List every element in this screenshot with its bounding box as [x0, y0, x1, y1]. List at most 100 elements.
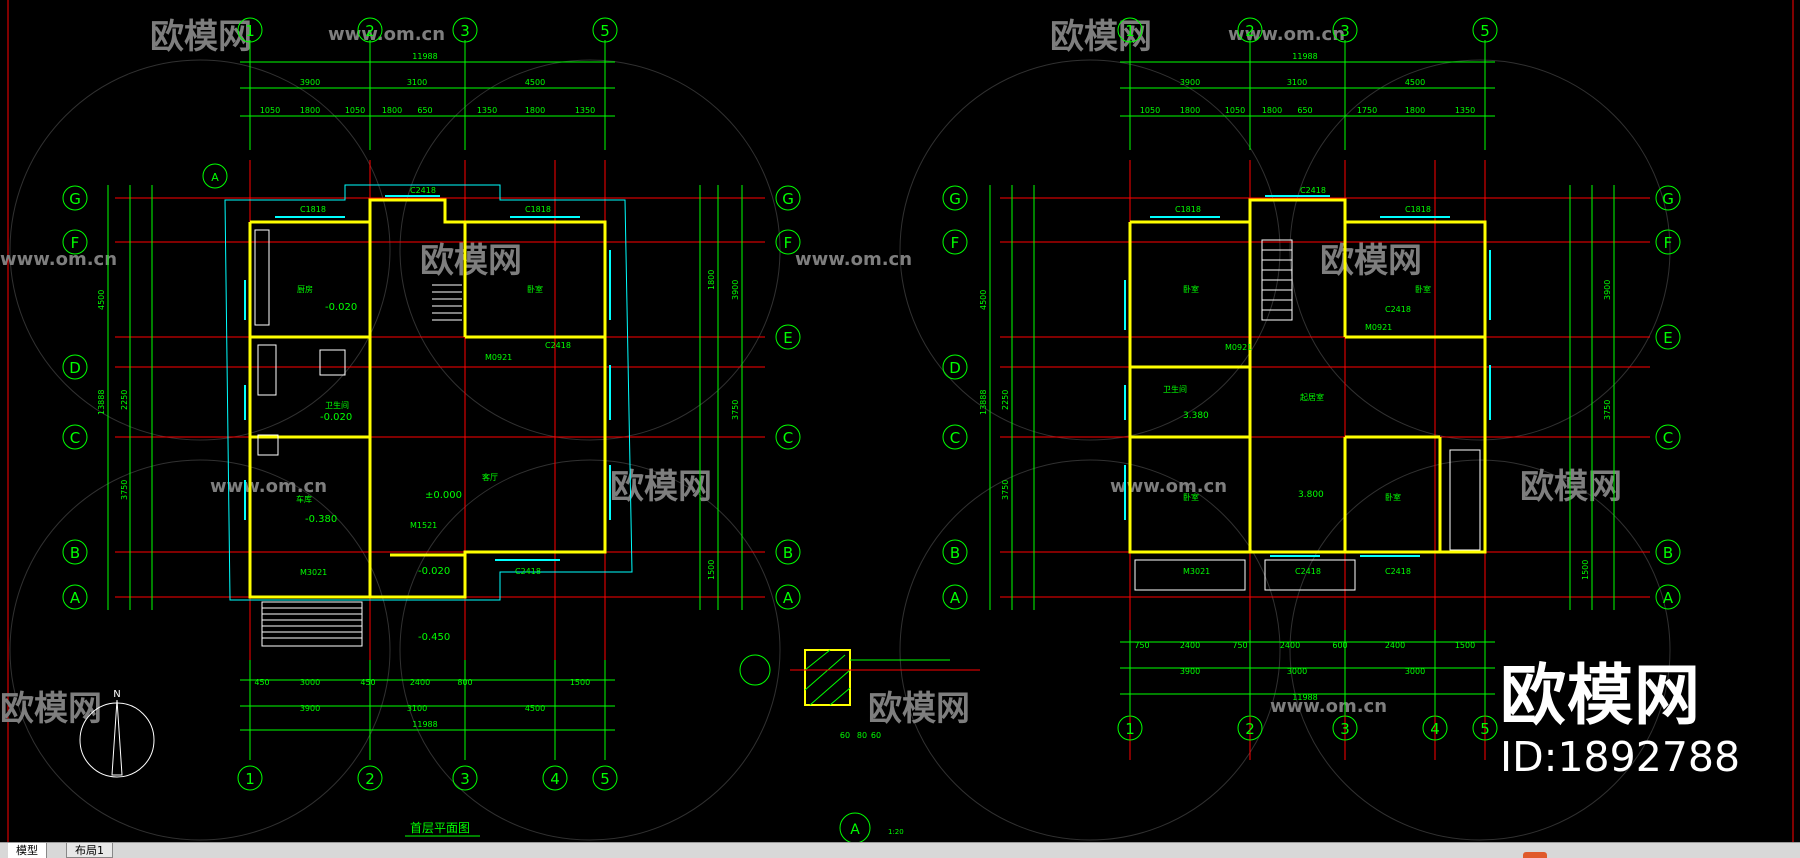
walls: [248, 198, 607, 599]
watermark-brand: 欧模网: [868, 689, 970, 729]
svg-text:1050: 1050: [1140, 106, 1160, 115]
watermark-url: www.om.cn: [0, 249, 117, 270]
svg-text:2400: 2400: [410, 678, 430, 687]
side-dimension-texts: 4500 13888 2250 3750 3900 3750 1500: [979, 280, 1612, 580]
svg-text:B: B: [70, 544, 80, 562]
model-id: ID:1892788: [1500, 733, 1741, 781]
dimension-texts: 11988 3900 3100 4500 1050 1800 1050 1800…: [254, 52, 595, 729]
svg-text:5: 5: [1480, 720, 1490, 738]
svg-text:A: A: [950, 589, 961, 607]
svg-text:2: 2: [1245, 22, 1255, 40]
svg-text:1050: 1050: [260, 106, 280, 115]
watermark-url: www.om.cn: [328, 24, 445, 45]
svg-text:F: F: [784, 234, 793, 252]
svg-text:B: B: [950, 544, 960, 562]
svg-text:C2418: C2418: [1300, 186, 1326, 195]
watermark-brand: 欧模网: [610, 467, 712, 507]
svg-text:5: 5: [600, 22, 610, 40]
bubble-labels: 1 2 3 5 1 2 3 4 5 G F D C B A G F E C B …: [69, 22, 794, 788]
brand-name: 欧模网: [1500, 657, 1701, 734]
room-annotations: 卧室 卧室 起居室 卫生间 卧室 卧室 3.380 3.800 C2418 C1…: [1163, 186, 1431, 576]
svg-text:G: G: [949, 190, 961, 208]
svg-text:1: 1: [245, 22, 255, 40]
svg-text:3900: 3900: [1180, 667, 1200, 676]
svg-text:C: C: [950, 429, 960, 447]
svg-text:1500: 1500: [707, 560, 716, 580]
svg-text:-0.020: -0.020: [320, 412, 352, 423]
plan-left[interactable]: 1 2 3 5 1 2 3 4 5 G F D C B A G F E C B …: [62, 17, 801, 837]
plan-title: 首层平面图: [410, 821, 470, 835]
svg-text:11988: 11988: [412, 720, 437, 729]
svg-text:卫生间: 卫生间: [1163, 384, 1187, 394]
svg-text:-0.020: -0.020: [418, 566, 450, 577]
watermark-brand: 欧模网: [150, 17, 252, 57]
side-dimension-texts: 4500 13888 2250 3750 3900 3750 1800 1500: [97, 270, 740, 580]
svg-text:3750: 3750: [1603, 400, 1612, 420]
bubble-labels: 1 2 3 5 1 2 3 4 5 G F D C B A G F E C B …: [949, 22, 1674, 738]
svg-text:1800: 1800: [1262, 106, 1282, 115]
column-bubbles: [62, 17, 801, 791]
svg-text:4: 4: [1430, 720, 1440, 738]
svg-text:1500: 1500: [1581, 560, 1590, 580]
svg-text:3900: 3900: [1180, 78, 1200, 87]
wall-detail: A 1:20 60 80 60: [739, 649, 980, 842]
svg-text:450: 450: [360, 678, 375, 687]
tab-model[interactable]: 模型: [8, 843, 47, 858]
svg-text:C2418: C2418: [545, 341, 571, 350]
column-bubbles: [942, 17, 1681, 741]
plan-right[interactable]: 1 2 3 5 1 2 3 4 5 G F D C B A G F E C B …: [942, 17, 1681, 760]
svg-text:1800: 1800: [707, 270, 716, 290]
svg-text:F: F: [71, 234, 80, 252]
entrance-stairs: [261, 601, 363, 647]
north-arrow-icon: N: [79, 689, 155, 778]
svg-text:C2418: C2418: [1385, 305, 1411, 314]
svg-text:750: 750: [1134, 641, 1149, 650]
svg-text:卧室: 卧室: [1183, 492, 1199, 502]
fixtures: [254, 229, 346, 456]
watermark-url: www.om.cn: [210, 476, 327, 497]
svg-text:3900: 3900: [731, 280, 740, 300]
windows: [1124, 195, 1491, 557]
svg-text:B: B: [1663, 544, 1673, 562]
svg-text:3: 3: [460, 22, 470, 40]
svg-text:3900: 3900: [300, 704, 320, 713]
svg-text:1350: 1350: [1455, 106, 1475, 115]
dimension-lines: [107, 40, 743, 760]
svg-text:3: 3: [1340, 22, 1350, 40]
svg-text:E: E: [783, 329, 792, 347]
walls: [1128, 198, 1487, 554]
svg-text:5: 5: [1480, 22, 1490, 40]
svg-text:11988: 11988: [412, 52, 437, 61]
svg-text:±0.000: ±0.000: [425, 490, 462, 501]
svg-text:1050: 1050: [345, 106, 365, 115]
svg-text:C2418: C2418: [515, 567, 541, 576]
tab-layout1[interactable]: 布局1: [66, 843, 113, 858]
brand-overlay: 欧模网 ID:1892788: [1500, 660, 1740, 782]
svg-text:3750: 3750: [120, 480, 129, 500]
svg-text:3: 3: [460, 770, 470, 788]
stair-and-balcony: [1134, 239, 1481, 591]
svg-text:车库: 车库: [296, 494, 312, 504]
svg-text:卧室: 卧室: [1415, 284, 1431, 294]
svg-text:N: N: [113, 689, 120, 700]
svg-text:80: 80: [857, 731, 867, 740]
svg-text:客厅: 客厅: [482, 472, 498, 482]
svg-text:1800: 1800: [382, 106, 402, 115]
svg-text:F: F: [951, 234, 960, 252]
svg-text:C: C: [70, 429, 80, 447]
svg-text:M0921: M0921: [1365, 323, 1392, 332]
svg-text:800: 800: [457, 678, 472, 687]
svg-text:2400: 2400: [1180, 641, 1200, 650]
svg-text:1050: 1050: [1225, 106, 1245, 115]
svg-text:-0.450: -0.450: [418, 632, 450, 643]
svg-text:3000: 3000: [1405, 667, 1425, 676]
svg-text:2: 2: [1245, 720, 1255, 738]
svg-text:3900: 3900: [1603, 280, 1612, 300]
svg-text:F: F: [1664, 234, 1673, 252]
svg-text:13888: 13888: [979, 390, 988, 415]
svg-text:3900: 3900: [300, 78, 320, 87]
svg-text:C2418: C2418: [1385, 567, 1411, 576]
dimension-lines: [989, 40, 1615, 715]
watermark-url: www.om.cn: [1270, 696, 1387, 717]
